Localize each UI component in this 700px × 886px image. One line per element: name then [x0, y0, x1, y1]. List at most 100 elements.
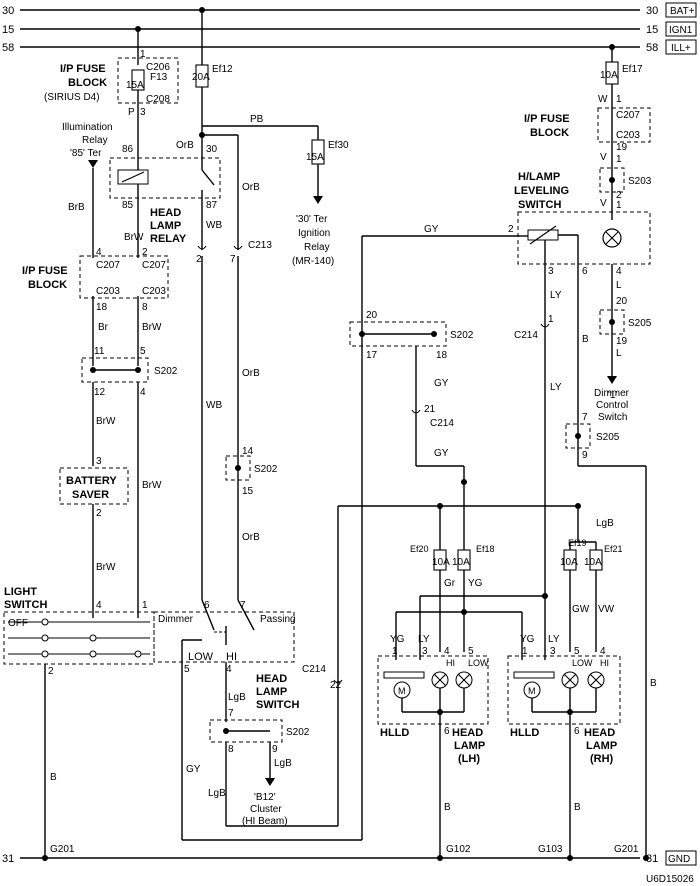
fuse-ef30: PB Ef30 15A '30' Ter Ignition Relay (MR-…: [202, 114, 349, 267]
svg-text:LgB: LgB: [596, 518, 614, 529]
svg-text:HI: HI: [446, 658, 455, 668]
svg-text:21: 21: [424, 404, 436, 415]
svg-text:L: L: [616, 280, 622, 291]
svg-text:I/P FUSE: I/P FUSE: [60, 63, 106, 75]
svg-text:B: B: [50, 772, 57, 783]
svg-text:YG: YG: [468, 578, 483, 589]
svg-text:10A: 10A: [432, 557, 450, 568]
head-lamp-rh: M YG LY 1 3 5 4 LOW HI 6 HLLD HEAD LAMP …: [507, 596, 621, 861]
svg-text:SWITCH: SWITCH: [4, 599, 47, 611]
svg-text:GY: GY: [434, 378, 449, 389]
svg-text:3: 3: [548, 266, 554, 277]
svg-text:18: 18: [436, 350, 448, 361]
svg-text:B: B: [650, 678, 657, 689]
svg-text:S205: S205: [596, 432, 620, 443]
svg-text:BLOCK: BLOCK: [28, 279, 67, 291]
svg-text:BrW: BrW: [96, 416, 116, 427]
svg-text:Dimmer: Dimmer: [158, 614, 194, 625]
svg-text:5: 5: [184, 664, 190, 675]
svg-text:6: 6: [204, 600, 210, 611]
svg-text:Ef30: Ef30: [328, 140, 349, 151]
connector-c214-top: 1 C214: [514, 314, 554, 341]
svg-text:31: 31: [2, 853, 14, 865]
svg-text:P: P: [128, 107, 135, 118]
light-switch: LIGHT SWITCH OFF 4 1 2 B: [3, 586, 155, 861]
svg-text:11: 11: [94, 346, 105, 357]
svg-text:S202: S202: [286, 727, 310, 738]
svg-text:BrW: BrW: [142, 322, 162, 333]
svg-text:RELAY: RELAY: [150, 233, 187, 245]
svg-text:BLOCK: BLOCK: [68, 77, 107, 89]
svg-text:87: 87: [206, 200, 218, 211]
svg-text:LgB: LgB: [228, 692, 246, 703]
svg-text:OrB: OrB: [242, 182, 260, 193]
svg-text:19: 19: [616, 142, 628, 153]
svg-text:Control: Control: [596, 400, 628, 411]
svg-text:OrB: OrB: [242, 532, 260, 543]
svg-text:7: 7: [230, 254, 236, 265]
svg-text:LOW: LOW: [188, 651, 214, 663]
svg-text:Ignition: Ignition: [298, 228, 330, 239]
svg-text:I/P FUSE: I/P FUSE: [22, 265, 68, 277]
svg-text:C213: C213: [248, 240, 272, 251]
svg-text:(MR-140): (MR-140): [292, 256, 334, 267]
svg-text:20A: 20A: [192, 72, 210, 83]
svg-text:19: 19: [616, 336, 628, 347]
svg-text:Cluster: Cluster: [250, 804, 282, 815]
svg-text:2: 2: [142, 247, 148, 258]
svg-text:C206: C206: [146, 62, 170, 73]
svg-text:7: 7: [228, 708, 234, 719]
svg-text:1: 1: [142, 600, 148, 611]
svg-text:L: L: [616, 348, 622, 359]
ground-labels: G201 G102 G103 G201: [50, 844, 639, 855]
svg-text:2: 2: [48, 666, 54, 677]
svg-text:C214: C214: [514, 330, 538, 341]
svg-text:30: 30: [646, 5, 658, 17]
svg-text:2: 2: [508, 224, 514, 235]
svg-text:(HI Beam): (HI Beam): [242, 816, 288, 827]
svg-text:10A: 10A: [584, 557, 602, 568]
svg-text:1: 1: [616, 94, 622, 105]
rail-ill: 58 58 ILL+: [2, 39, 697, 55]
svg-text:H/LAMP: H/LAMP: [518, 171, 560, 183]
svg-text:C214: C214: [302, 664, 326, 675]
svg-text:G103: G103: [538, 844, 563, 855]
svg-text:HEAD: HEAD: [584, 727, 615, 739]
svg-text:3: 3: [550, 646, 556, 657]
svg-text:B: B: [444, 802, 451, 813]
illumination-relay-ref: Illumination Relay '85' Ter BrB: [62, 122, 113, 258]
svg-text:SWITCH: SWITCH: [518, 199, 561, 211]
svg-text:20: 20: [366, 310, 378, 321]
svg-text:OrB: OrB: [176, 140, 194, 151]
svg-text:3: 3: [140, 107, 146, 118]
svg-text:7: 7: [240, 600, 246, 611]
svg-text:8: 8: [142, 302, 148, 313]
svg-text:LY: LY: [418, 634, 430, 645]
svg-text:15: 15: [646, 24, 658, 36]
svg-text:LY: LY: [550, 290, 562, 301]
svg-text:1: 1: [522, 646, 528, 657]
svg-text:C207: C207: [96, 260, 120, 271]
svg-text:(RH): (RH): [590, 753, 614, 765]
svg-text:BATTERY: BATTERY: [66, 475, 117, 487]
svg-text:LgB: LgB: [208, 788, 226, 799]
svg-text:V: V: [600, 198, 607, 209]
svg-text:LOW: LOW: [468, 658, 489, 668]
svg-text:SWITCH: SWITCH: [256, 699, 299, 711]
fuse-block-f13: 1 C206 F13 15A C208 P 3 I/P FUSE BLOCK (…: [44, 26, 179, 185]
svg-text:LAMP: LAMP: [256, 686, 287, 698]
svg-text:IGN1: IGN1: [669, 25, 693, 36]
fuse-ef17: 10A Ef17 W 1: [598, 44, 643, 118]
svg-text:8: 8: [228, 744, 234, 755]
svg-text:(LH): (LH): [458, 753, 480, 765]
svg-text:V: V: [600, 152, 607, 163]
svg-text:31: 31: [646, 853, 658, 865]
svg-text:LIGHT: LIGHT: [4, 586, 37, 598]
svg-text:F13: F13: [150, 72, 168, 83]
svg-text:6: 6: [582, 266, 588, 277]
battery-saver: 3 BATTERY SAVER 2 BrW: [59, 456, 129, 618]
svg-text:'85' Ter: '85' Ter: [70, 148, 102, 159]
svg-text:YG: YG: [390, 634, 405, 645]
svg-text:2: 2: [616, 190, 622, 201]
